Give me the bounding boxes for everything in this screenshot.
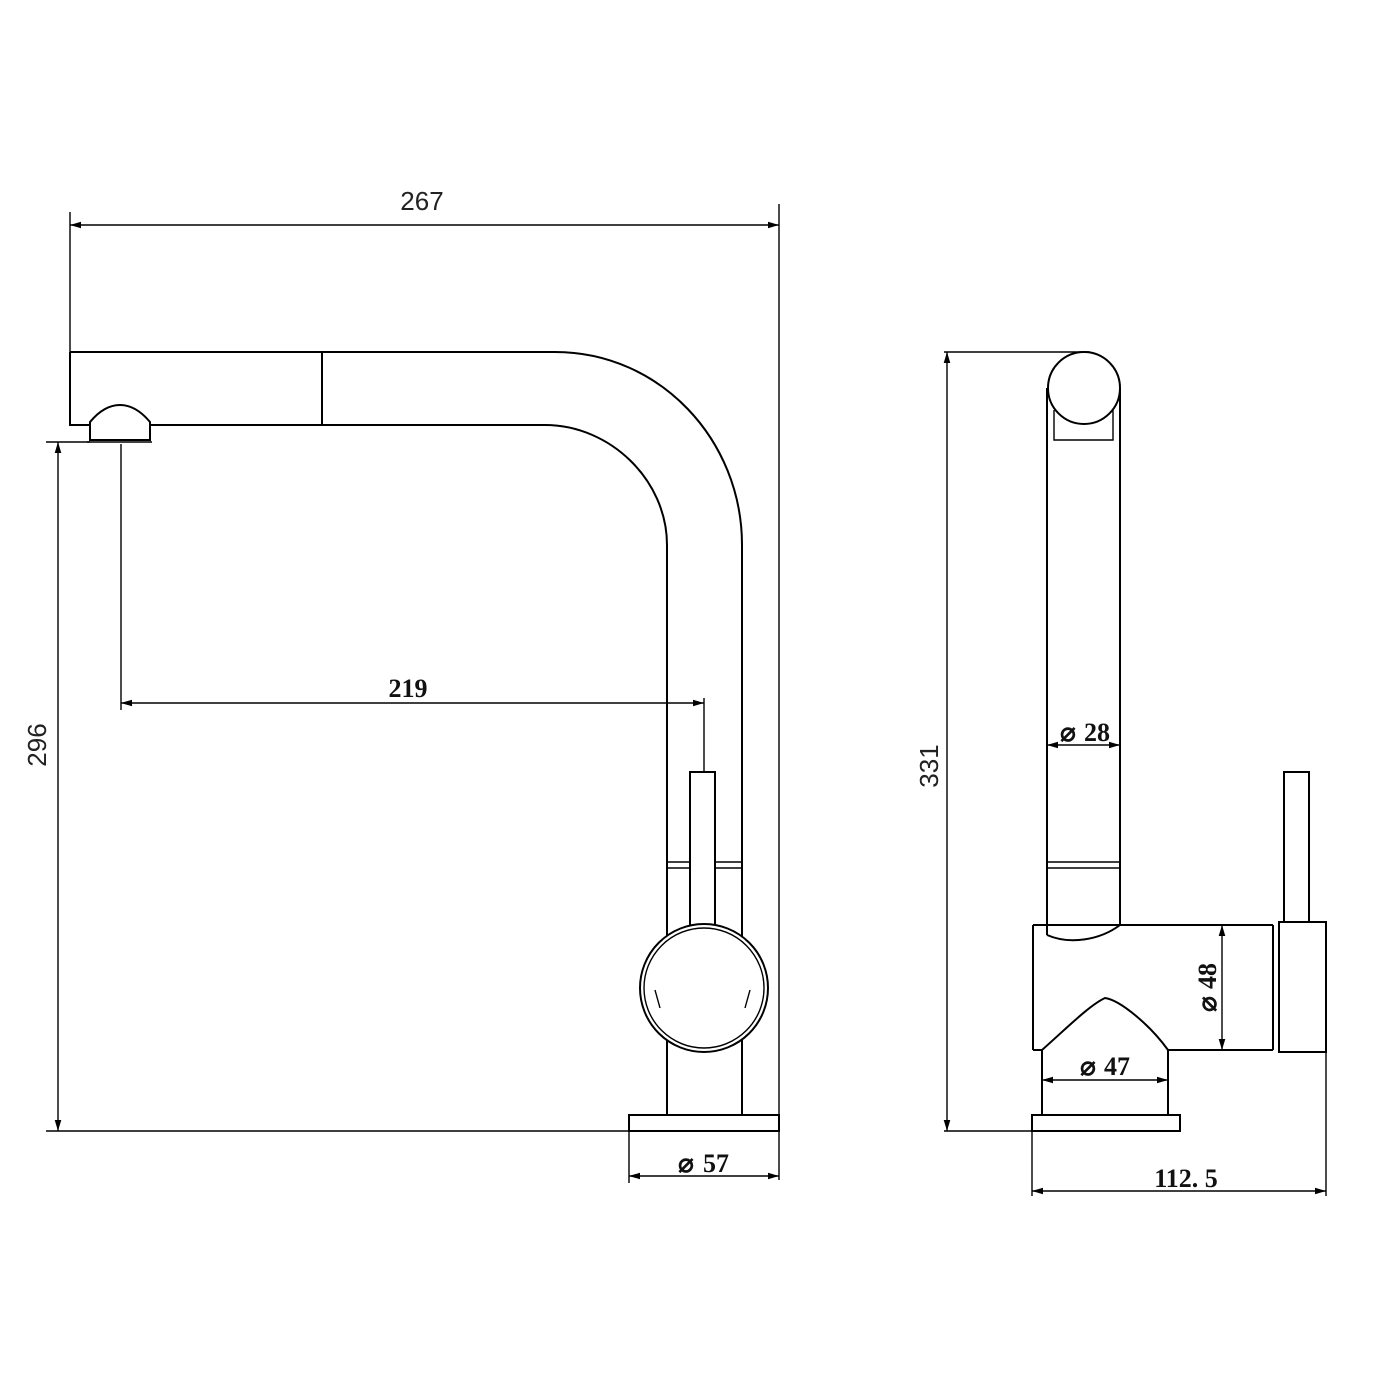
side-base-plate bbox=[1031, 1114, 1181, 1132]
cartridge-cap bbox=[639, 923, 769, 1053]
dim-reach: 219 bbox=[389, 674, 428, 703]
handle-housing bbox=[1278, 921, 1327, 1053]
dim-depth: 112. 5 bbox=[1154, 1164, 1218, 1193]
spout-outline bbox=[70, 351, 743, 1115]
lever bbox=[1283, 771, 1310, 923]
dim-neck-diameter: 47 bbox=[1104, 1052, 1130, 1081]
aerator bbox=[89, 403, 151, 441]
dim-body-diameter-symbol: ⌀ bbox=[1193, 996, 1222, 1012]
dim-width: 267 bbox=[400, 186, 443, 216]
dim-height: 296 bbox=[22, 723, 52, 766]
dim-body-diameter: 48 bbox=[1193, 963, 1222, 989]
dim-side-height: 331 bbox=[914, 744, 944, 787]
base-plate bbox=[628, 1114, 780, 1132]
spout-inner bbox=[322, 424, 668, 1115]
front-view: 267 296 219 ⌀ 57 bbox=[22, 186, 780, 1183]
body bbox=[1032, 924, 1273, 1051]
dim-base-diameter: 57 bbox=[703, 1149, 729, 1178]
lever-stem bbox=[689, 771, 716, 933]
dim-spout-diameter: 28 bbox=[1084, 718, 1110, 747]
dim-spout-diameter-symbol: ⌀ bbox=[1060, 718, 1076, 747]
spout-column bbox=[1046, 388, 1121, 935]
dim-neck-diameter-symbol: ⌀ bbox=[1080, 1052, 1096, 1081]
side-view: 331 ⌀ 28 ⌀ 48 ⌀ 47 112. 5 bbox=[914, 351, 1327, 1196]
spout-end bbox=[1047, 351, 1121, 425]
dim-base-diameter-symbol: ⌀ bbox=[678, 1149, 694, 1178]
